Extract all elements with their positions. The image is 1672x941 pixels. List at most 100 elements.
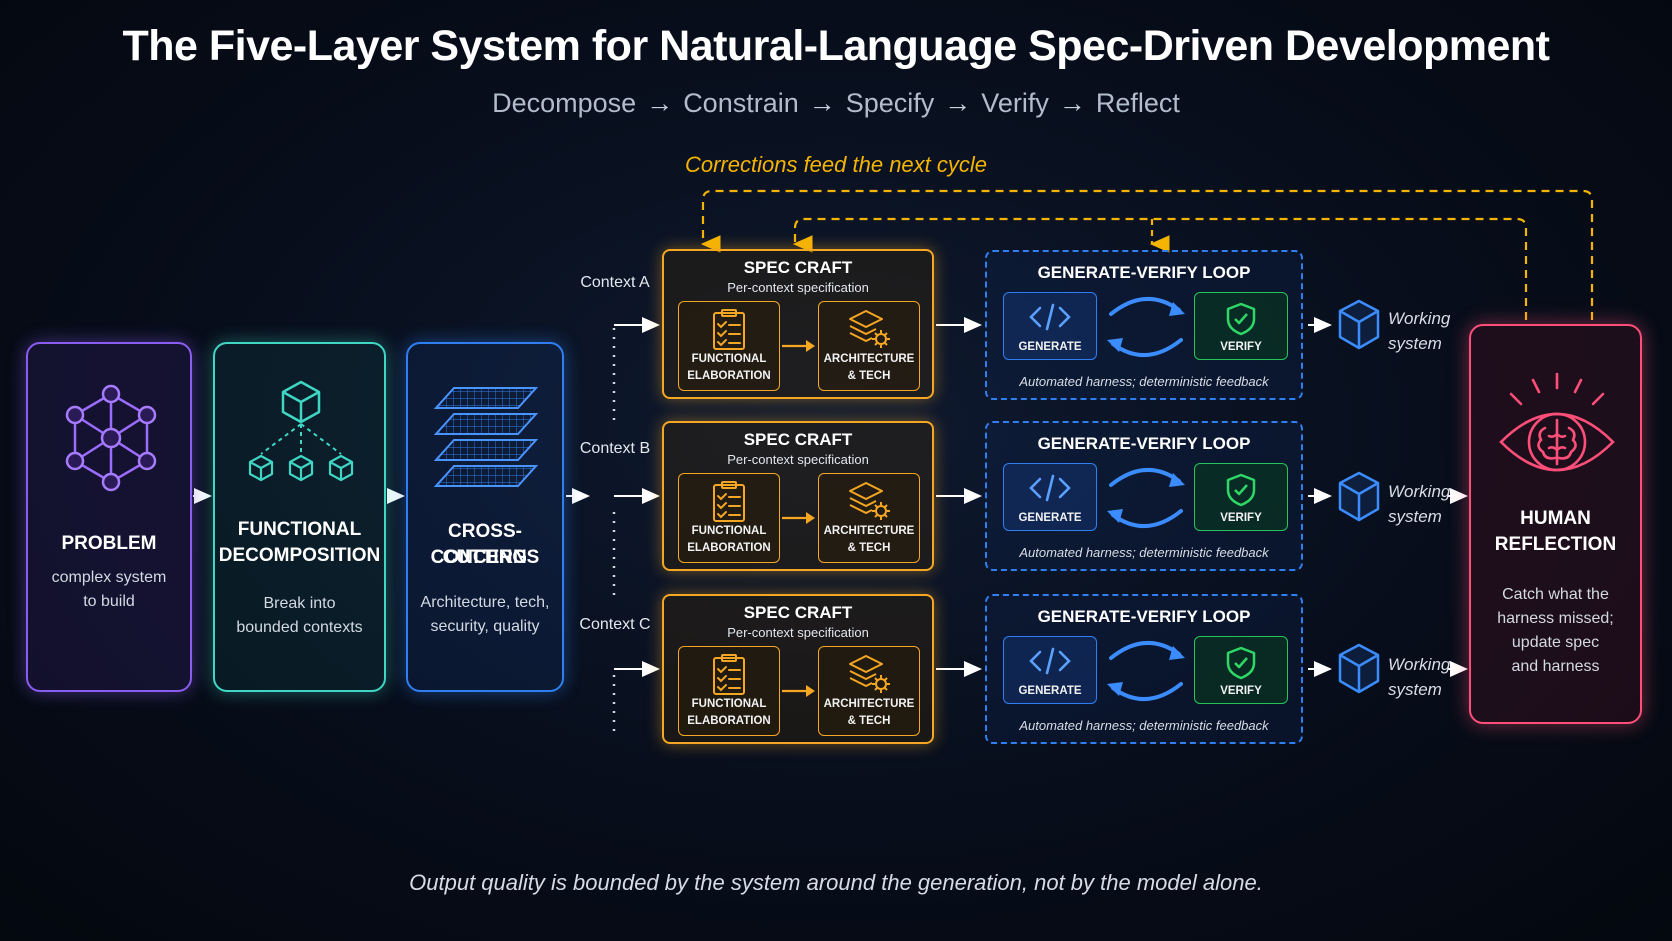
architecture-tech-box: ARCHITECTURE & TECH — [818, 473, 920, 563]
label-line: Working — [1388, 655, 1451, 674]
page-title: The Five-Layer System for Natural-Langua… — [122, 22, 1550, 70]
generate-box: GENERATE — [1003, 463, 1097, 531]
functional-elaboration-box: FUNCTIONAL ELABORATION — [678, 473, 780, 563]
brain-eye-icon — [1499, 372, 1615, 472]
label-line: & TECH — [847, 370, 891, 382]
human-desc-2: harness missed; — [1497, 610, 1614, 627]
layers-gear-icon — [849, 482, 890, 520]
cube-hierarchy-icon — [248, 380, 354, 482]
shield-check-icon — [1226, 473, 1256, 507]
loop-title: GENERATE-VERIFY LOOP — [1037, 434, 1251, 453]
architecture-tech-label: ARCHITECTURE & TECH — [819, 523, 919, 557]
human-desc-1: Catch what the — [1502, 586, 1609, 603]
label-line: system — [1388, 334, 1442, 353]
label-line: Working — [1388, 309, 1451, 328]
context-label-c: Context C — [579, 616, 651, 633]
functional-desc-2: bounded contexts — [236, 619, 363, 636]
working-system-label-c: Working system — [1388, 652, 1450, 702]
shield-check-icon — [1226, 646, 1256, 680]
step-separator: → — [944, 88, 972, 118]
spec-craft-b: SPEC CRAFT Per-context specification FUN… — [662, 421, 934, 571]
layer-cross-cutting-concerns: CROSS-CUTTING CONCERNS Architecture, tec… — [406, 342, 564, 692]
cycle-arrows-icon — [1107, 640, 1185, 702]
crosscut-desc-1: Architecture, tech, — [420, 594, 550, 611]
label-line: ELABORATION — [687, 542, 771, 554]
verify-label: VERIFY — [1220, 512, 1262, 524]
layers-gear-icon — [849, 310, 890, 348]
spec-subtitle: Per-context specification — [727, 452, 869, 467]
generate-box: GENERATE — [1003, 636, 1097, 704]
cube-icon — [1338, 299, 1380, 350]
step-decompose: Decompose — [492, 88, 637, 118]
layer-functional-decomposition: FUNCTIONAL DECOMPOSITION Break into boun… — [213, 342, 386, 692]
step-separator: → — [808, 88, 836, 118]
layers-gear-icon — [849, 655, 890, 693]
human-desc-4: and harness — [1511, 658, 1600, 675]
loop-title: GENERATE-VERIFY LOOP — [1037, 607, 1251, 626]
label-line: ARCHITECTURE — [823, 353, 915, 365]
problem-desc-2: to build — [83, 593, 135, 610]
generate-label: GENERATE — [1018, 685, 1082, 697]
spec-subtitle: Per-context specification — [727, 280, 869, 295]
label-line: system — [1388, 680, 1442, 699]
label-line: ARCHITECTURE — [823, 525, 915, 537]
spec-title: SPEC CRAFT — [743, 603, 853, 622]
process-steps: Decompose→Constrain→Specify→Verify→Refle… — [0, 88, 1672, 119]
step-constrain: Constrain — [683, 88, 799, 118]
step-specify: Specify — [845, 88, 935, 118]
functional-title-2: DECOMPOSITION — [218, 545, 381, 566]
generate-verify-loop-c: GENERATE-VERIFY LOOP GENERATE VERIFY Aut… — [985, 594, 1303, 744]
generate-box: GENERATE — [1003, 292, 1097, 360]
checklist-icon — [713, 481, 745, 522]
generate-label: GENERATE — [1018, 512, 1082, 524]
architecture-tech-label: ARCHITECTURE & TECH — [819, 351, 919, 385]
network-graph-icon — [65, 384, 157, 492]
cycle-arrows-icon — [1107, 296, 1185, 358]
loop-footer: Automated harness; deterministic feedbac… — [1019, 374, 1269, 389]
spec-craft-c: SPEC CRAFT Per-context specification FUN… — [662, 594, 934, 744]
step-separator: → — [646, 88, 674, 118]
code-icon — [1029, 474, 1071, 502]
code-icon — [1029, 303, 1071, 331]
loop-footer: Automated harness; deterministic feedbac… — [1019, 718, 1269, 733]
functional-title-1: FUNCTIONAL — [237, 519, 362, 540]
human-title-2: REFLECTION — [1494, 534, 1617, 555]
context-label-a: Context A — [580, 274, 650, 291]
label-line: & TECH — [847, 542, 891, 554]
cycle-arrows-icon — [1107, 467, 1185, 529]
footer-caption: Output quality is bounded by the system … — [409, 870, 1263, 895]
architecture-tech-box: ARCHITECTURE & TECH — [818, 301, 920, 391]
loop-title: GENERATE-VERIFY LOOP — [1037, 263, 1251, 282]
architecture-tech-label: ARCHITECTURE& TECH — [819, 696, 919, 730]
feedback-loop-inner — [792, 217, 1528, 320]
shield-check-icon — [1226, 302, 1256, 336]
label-line: Working — [1388, 482, 1451, 501]
checklist-icon — [713, 309, 745, 350]
problem-title: PROBLEM — [61, 533, 157, 554]
architecture-tech-box: ARCHITECTURE& TECH — [818, 646, 920, 736]
crosscut-title-1: CROSS-CUTTING — [442, 521, 528, 568]
functional-elaboration-label: FUNCTIONAL ELABORATION — [679, 523, 779, 557]
cube-icon — [1338, 471, 1380, 522]
functional-desc-1: Break into — [263, 595, 336, 612]
problem-desc-1: complex system — [51, 569, 167, 586]
generate-verify-loop-a: GENERATE-VERIFY LOOP GENERATE VERIFY Aut… — [985, 250, 1303, 400]
verify-box: VERIFY — [1194, 292, 1288, 360]
generate-label: GENERATE — [1018, 341, 1082, 353]
spec-title: SPEC CRAFT — [743, 258, 853, 277]
code-icon — [1029, 647, 1071, 675]
checklist-icon — [713, 654, 745, 695]
spec-title: SPEC CRAFT — [743, 430, 853, 449]
context-label-b: Context B — [579, 440, 651, 457]
layer-human-reflection: HUMAN REFLECTION Catch what the harness … — [1469, 324, 1642, 724]
stacked-layers-icon — [433, 387, 539, 487]
generate-verify-loop-b: GENERATE-VERIFY LOOP GENERATE VERIFY Aut… — [985, 421, 1303, 571]
feedback-label: Corrections feed the next cycle — [684, 152, 988, 177]
arrow-right-icon — [782, 512, 815, 524]
label-line: FUNCTIONAL — [691, 525, 767, 537]
